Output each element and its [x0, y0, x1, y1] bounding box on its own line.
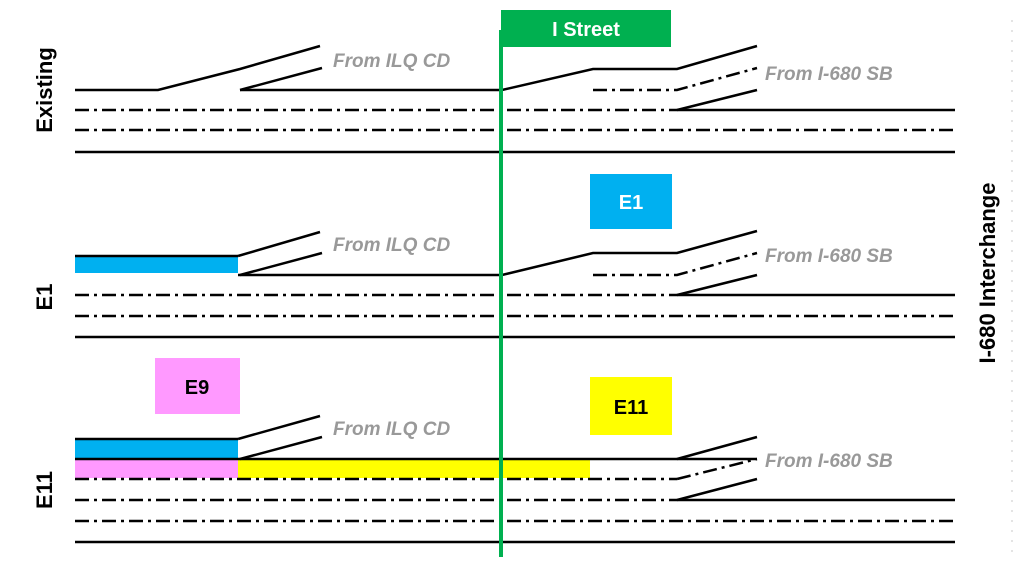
- ramp-line-i680-dashed: [593, 66, 758, 92]
- lane-line-top-left: [75, 44, 321, 92]
- e1-added-lane: [75, 439, 238, 458]
- ramp-line-ilq: [239, 66, 323, 92]
- callout-e9-label: E9: [185, 377, 209, 399]
- e1-added-lane: [75, 256, 238, 273]
- ramp-label-i680-sb: From I-680 SB: [765, 451, 893, 472]
- ramp-line-i680: [676, 477, 758, 502]
- row-label-existing: Existing: [32, 47, 57, 133]
- e9-added-lane: [75, 460, 238, 478]
- lane-line-merge-top: [237, 414, 321, 441]
- callout-e11-label: E11: [614, 397, 648, 419]
- i-street-label: I Street: [552, 19, 620, 41]
- i680-interchange-label: I-680 Interchange: [975, 183, 1000, 364]
- ramp-line-i680-dashed: [593, 251, 758, 277]
- ramp-line-ilq: [239, 251, 323, 277]
- e11-added-lane: [238, 460, 590, 478]
- ramp-line-i680: [676, 273, 758, 297]
- ramp-label-i680-sb: From I-680 SB: [765, 64, 893, 85]
- ramp-label-ilq-cd: From ILQ CD: [333, 51, 450, 72]
- ramp-label-i680-sb: From I-680 SB: [765, 246, 893, 267]
- ramp-label-ilq-cd: From ILQ CD: [333, 419, 450, 440]
- callout-e9-box: [155, 358, 240, 414]
- row-existing: Existing From ILQ CD From I-680 SB: [32, 44, 955, 154]
- i-street-label-box: [501, 10, 671, 47]
- callout-e11-box: [590, 377, 672, 435]
- lane-line-top-main: [238, 229, 758, 277]
- ramp-line-ilq: [239, 435, 323, 461]
- row-label-e11: E11: [32, 471, 57, 509]
- row-e11: E11 From ILQ CD From I-680 SB E9 E11: [32, 358, 955, 544]
- i-street-marker: I Street: [499, 10, 671, 557]
- lane-line-top-right: [676, 435, 758, 461]
- callout-e1-box: [590, 174, 672, 229]
- row-e1: E1 From ILQ CD From I-680 SB E1: [32, 174, 955, 339]
- ramp-line-i680: [676, 88, 758, 112]
- lane-line-merge-top: [237, 230, 321, 258]
- row-label-e1: E1: [32, 284, 57, 311]
- callout-e1-label: E1: [619, 192, 643, 214]
- ramp-label-ilq-cd: From ILQ CD: [333, 235, 450, 256]
- lane-line-top-main: [240, 44, 758, 92]
- ramp-line-i680-dashed: [676, 457, 758, 481]
